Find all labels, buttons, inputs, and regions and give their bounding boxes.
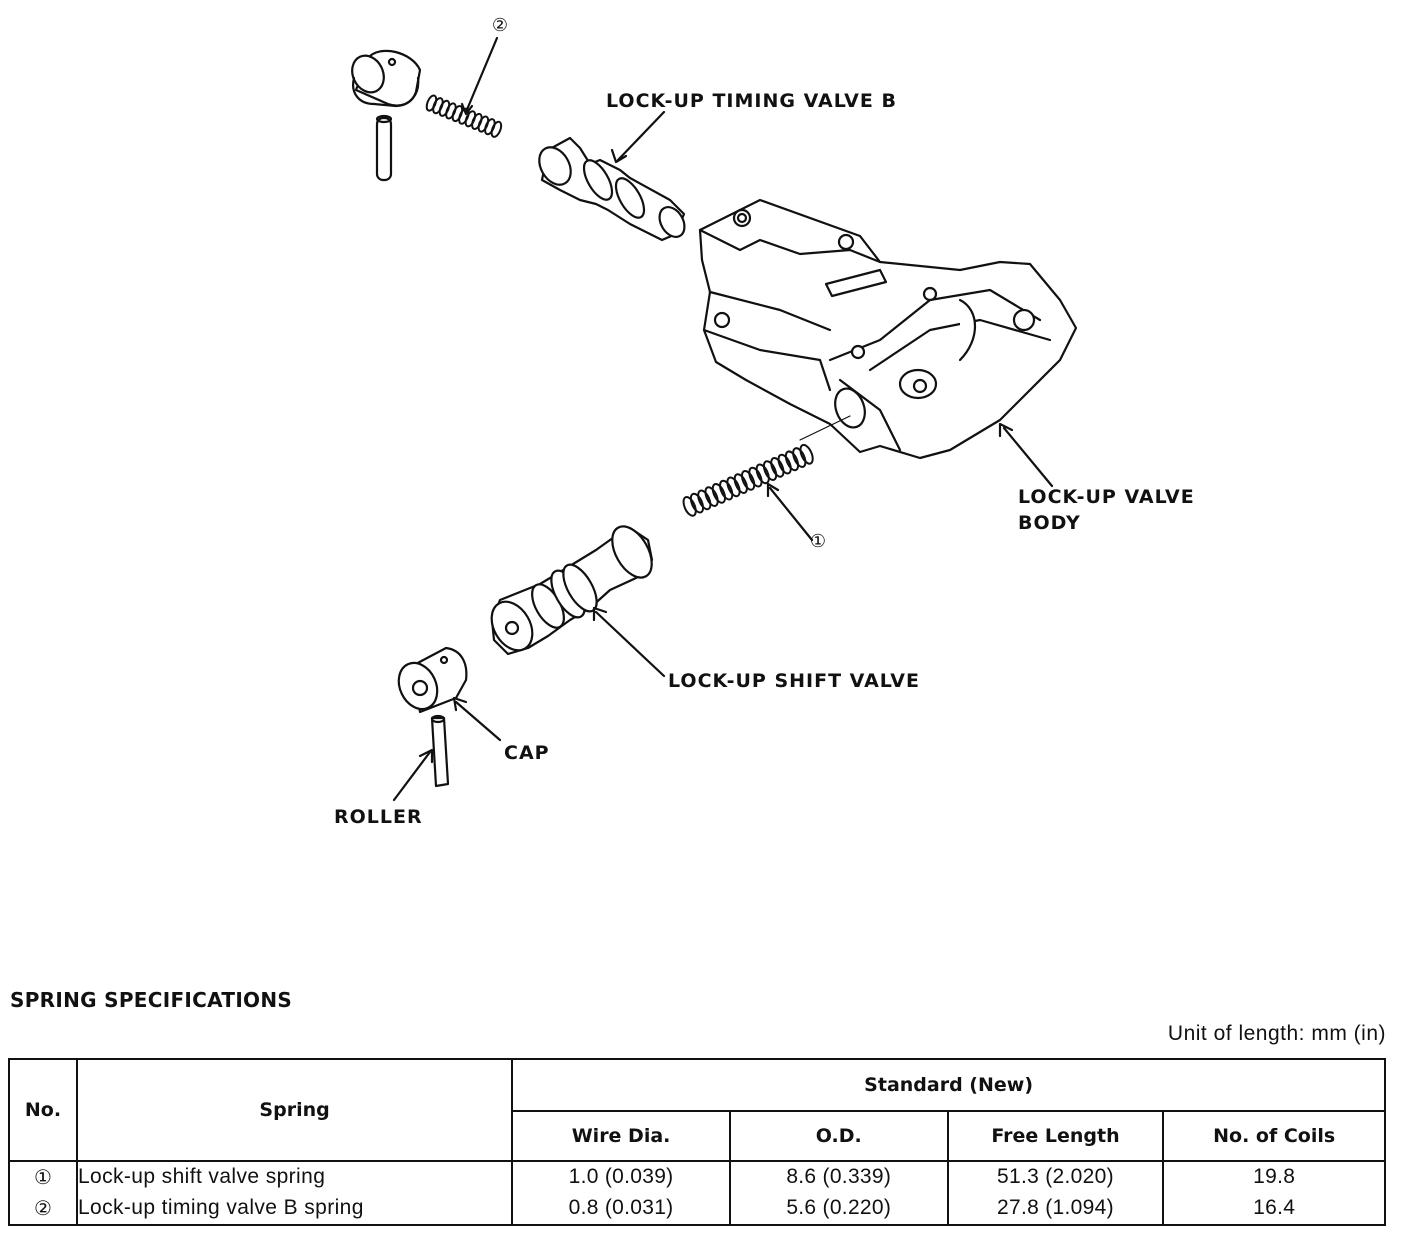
exploded-view-diagram (351, 36, 1078, 802)
roller-leader (392, 750, 432, 802)
upper-cap (351, 49, 422, 108)
cap-label: CAP (504, 742, 550, 764)
spring-1 (682, 443, 814, 517)
spring-name: Lock-up timing valve B spring (75, 1192, 514, 1225)
valve-body-label-line2: BODY (1018, 512, 1081, 534)
header-no: No. (8, 1059, 78, 1161)
spring-specifications-title: SPRING SPECIFICATIONS (10, 988, 293, 1012)
free-length-value: 51.3 (2.020) (946, 1160, 1165, 1192)
shift-valve-label: LOCK-UP SHIFT VALVE (668, 670, 920, 692)
header-od: O.D. (728, 1110, 949, 1161)
roller-leader-arrow (418, 748, 434, 764)
timing-valve-leader-arrow (610, 148, 628, 164)
header-standard-new: Standard (New) (511, 1059, 1386, 1112)
free-length-value: 27.8 (1.094) (946, 1192, 1165, 1225)
spring-1-marker: ① (809, 531, 827, 552)
od-value: 5.6 (0.220) (728, 1192, 949, 1225)
coils-value: 19.8 (1162, 1160, 1386, 1192)
spring-2-marker: ② (491, 15, 509, 36)
spring-2 (425, 94, 503, 138)
spring-specifications-table: No. Spring Standard (New) Wire Dia. O.D.… (8, 1058, 1386, 1226)
lower-cap (397, 646, 468, 714)
shift-valve-leader-arrow (592, 606, 608, 622)
unit-note: Unit of length: mm (in) (1167, 1022, 1386, 1045)
header-no-of-coils: No. of Coils (1162, 1110, 1386, 1161)
spring-1-leader (768, 486, 814, 542)
row-number: ① (8, 1160, 78, 1192)
timing-valve-leader (616, 110, 666, 162)
spring-2-leader (464, 36, 499, 114)
valve-body-leader-arrow (998, 422, 1014, 438)
spring-1-leader-arrow (766, 482, 780, 498)
timing-valve-label: LOCK-UP TIMING VALVE B (606, 90, 897, 112)
row-number: ② (8, 1192, 78, 1225)
table-row: ② Lock-up timing valve B spring 0.8 (0.0… (8, 1192, 1386, 1225)
roller-label: ROLLER (334, 806, 423, 828)
spring-name: Lock-up shift valve spring (75, 1160, 514, 1192)
wire-dia-value: 1.0 (0.039) (511, 1160, 731, 1192)
header-wire-dia: Wire Dia. (511, 1110, 731, 1161)
timing-valve-b (538, 136, 686, 242)
lower-roller (430, 714, 450, 788)
wire-dia-value: 0.8 (0.031) (511, 1192, 731, 1225)
lock-up-valve-body (698, 198, 1078, 460)
upper-roller (375, 114, 393, 182)
od-value: 8.6 (0.339) (728, 1160, 949, 1192)
table-row: ① Lock-up shift valve spring 1.0 (0.039)… (8, 1160, 1386, 1192)
cap-leader (454, 700, 502, 742)
shift-valve-leader (594, 610, 666, 678)
header-free-length: Free Length (946, 1110, 1165, 1161)
lock-up-shift-valve (490, 525, 654, 656)
valve-body-label-line1: LOCK-UP VALVE (1018, 486, 1195, 508)
coils-value: 16.4 (1162, 1192, 1386, 1225)
spring-1-axis-line (799, 415, 851, 441)
spring-2-leader-arrow (460, 102, 474, 116)
valve-body-leader (1002, 426, 1054, 488)
cap-leader-arrow (452, 696, 468, 712)
header-spring: Spring (75, 1059, 514, 1161)
